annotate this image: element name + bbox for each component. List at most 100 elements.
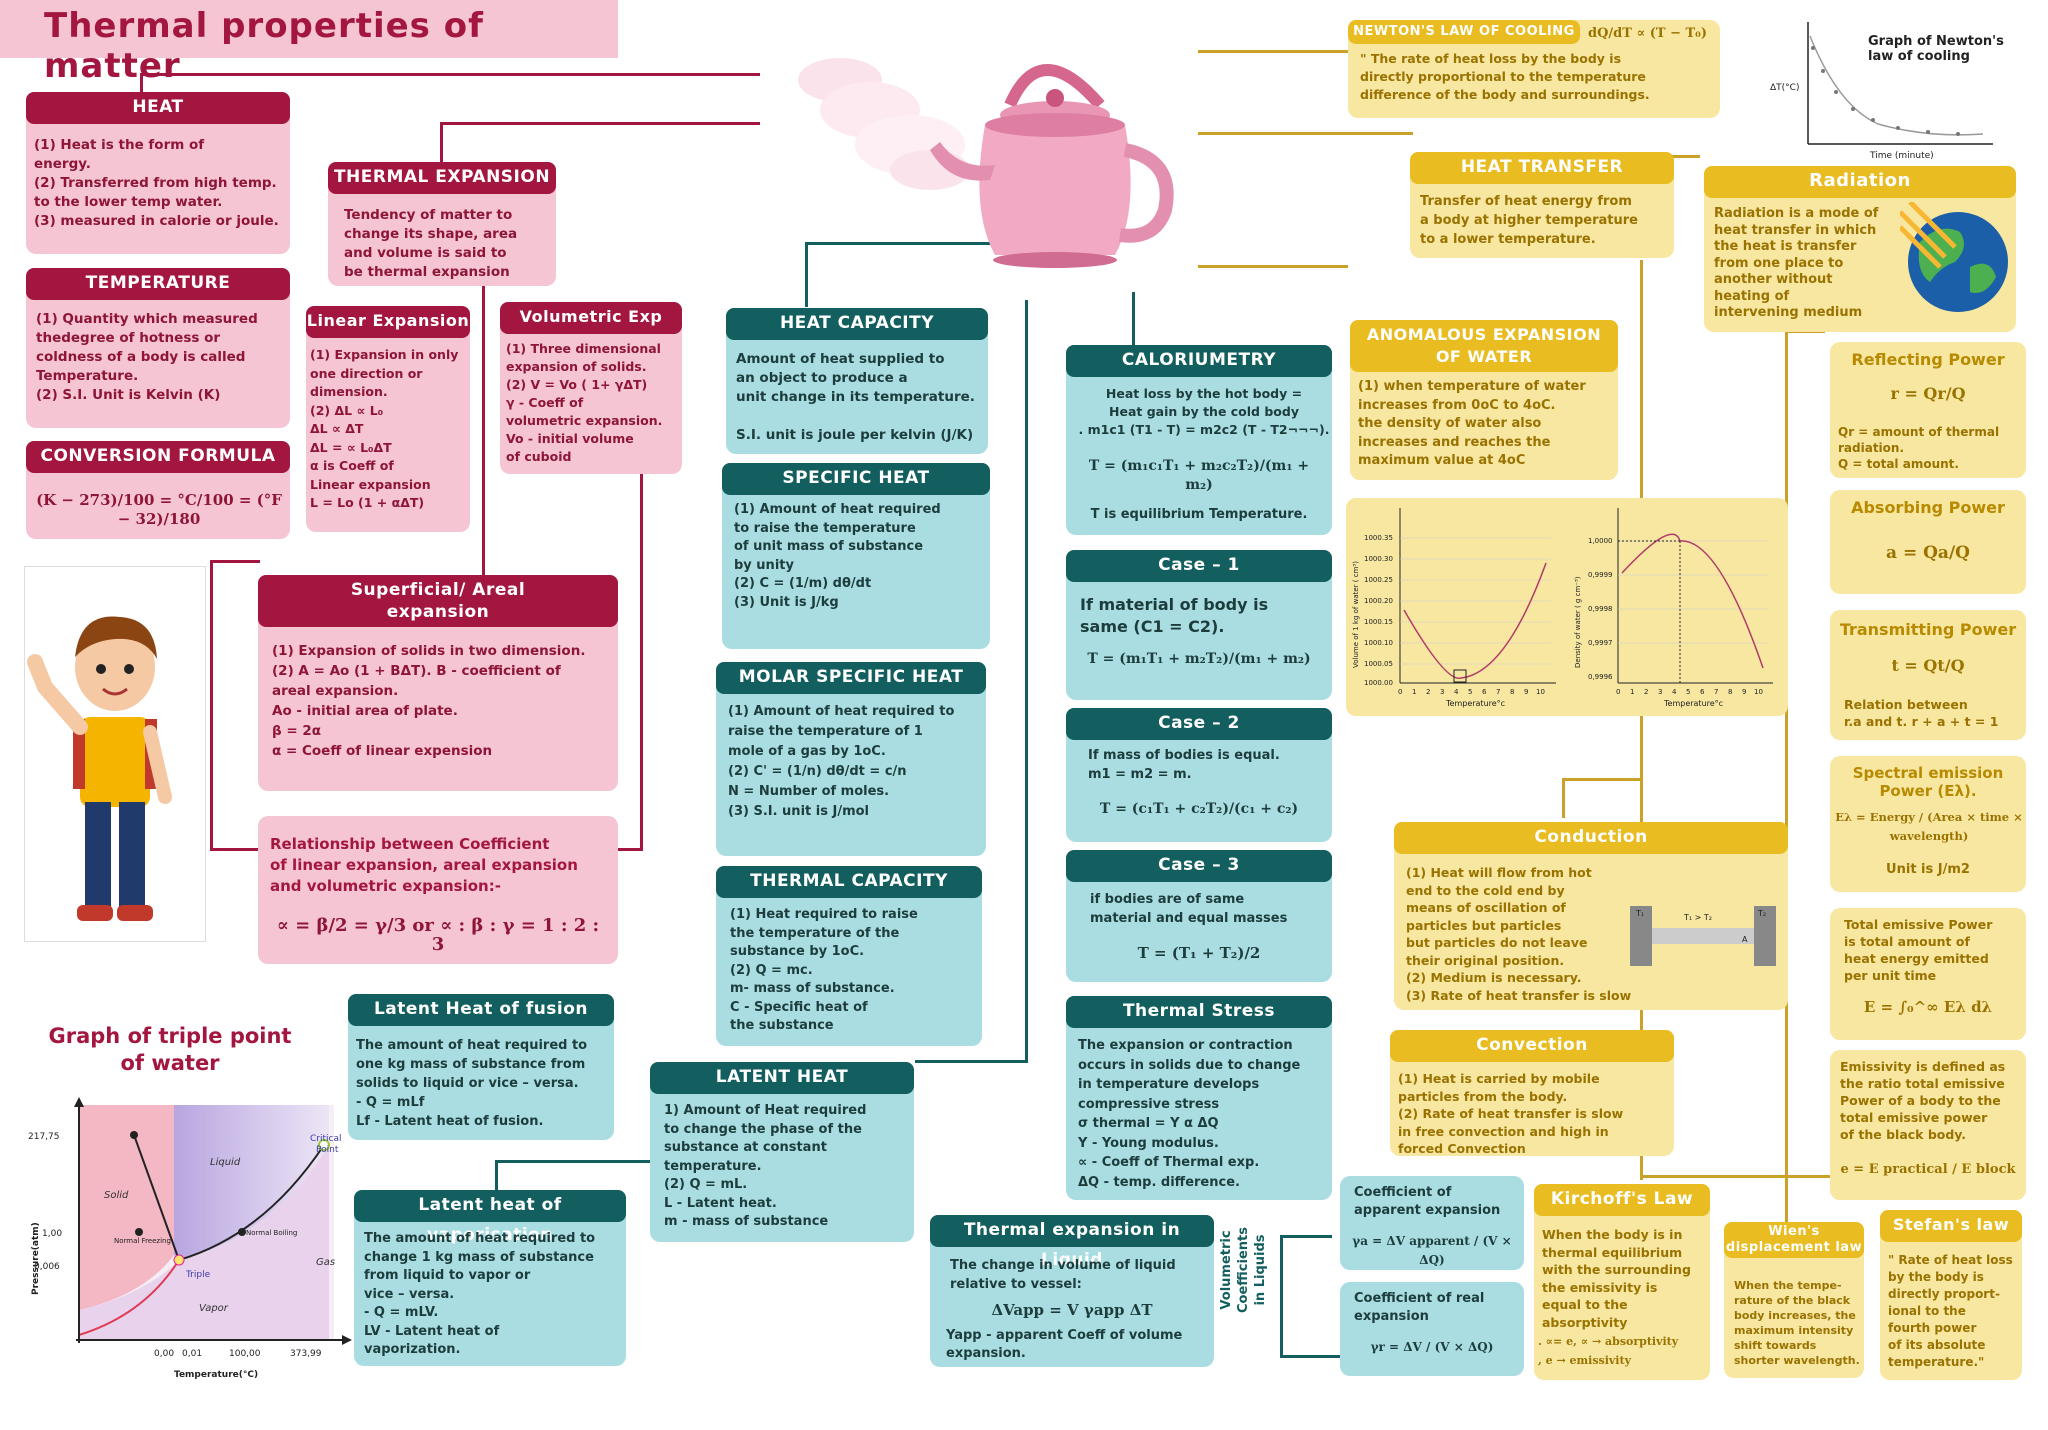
rod-label-relation: T₁ > T₂ [1683,913,1712,922]
spectral-power-unit: Unit is J/m2 [1886,862,1970,877]
vol-xtick-7: 7 [1496,688,1500,696]
rod-label-t2: T₂ [1757,909,1766,918]
relationship-card: Relationship between Coefficient of line… [258,816,618,964]
latent-heat-header: LATENT HEAT [650,1062,914,1094]
thermal-stress-header: Thermal Stress [1066,996,1332,1028]
case2-formula: T = (c₁T₁ + c₂T₂)/(c₁ + c₂) [1099,801,1299,817]
spectral-power-title: Spectral emission Power (Eλ). [1852,764,2004,800]
thermal-expansion-card: THERMAL EXPANSION Tendency of matter to … [328,162,556,286]
vol-ytick-1: 1000.30 [1364,555,1393,563]
thermal-stress-card: Thermal Stress The expansion or contract… [1066,996,1332,1200]
latent-vaporisation-body: The amount of heat required to change 1 … [364,1231,596,1357]
radiation-body: Radiation is a mode of heat transfer in … [1714,206,1879,320]
density-vs-temperature-graph: 1,0000 0,9999 0,9998 0,9997 0,9996 0 1 2… [1574,508,1773,708]
absorbing-power-card: Absorbing Power a = Qa/Q [1830,490,2026,594]
specific-heat-body: (1) Amount of heat required to raise the… [734,502,941,610]
triple-ytick-2: 1,00 [42,1229,62,1239]
heat-body: (1) Heat is the form of energy. (2) Tran… [34,137,279,229]
thermal-expansion-body: Tendency of matter to change its shape, … [344,207,518,280]
boy-illustration [27,616,172,921]
thermal-capacity-header: THERMAL CAPACITY [716,866,982,898]
case2-card: Case – 2 If mass of bodies is equal. m1 … [1066,708,1332,842]
latent-heat-card: LATENT HEAT 1) Amount of Heat required t… [650,1062,914,1242]
triple-ytick-3: 0,006 [34,1262,60,1272]
radiation-card: Radiation Radiation is a mode of heat tr… [1704,166,2016,332]
real-expansion-title: Coefficient of real expansion [1354,1291,1485,1324]
calorimetry-body: Heat loss by the hot body = Heat gain by… [1078,386,1330,437]
vol-ylabel: Volume of 1 kg of water ( cm³) [1352,561,1360,668]
linear-expansion-body: (1) Expansion in only one direction or d… [310,347,459,510]
kirchhoff-body: When the body is in thermal equilibrium … [1542,1227,1691,1330]
triple-critical-label-2: Point [316,1145,339,1155]
thermal-capacity-card: THERMAL CAPACITY (1) Heat required to ra… [716,866,982,1046]
total-emissive-body: Total emissive Power is total amount of … [1844,917,1993,983]
conduction-header: Conduction [1394,822,1788,854]
reflecting-power-formula: r = Qr/Q [1890,384,1966,403]
vol-ytick-7: 1000.00 [1364,679,1393,687]
emissivity-formula: e = E practical / E block [1840,1162,2016,1177]
transmitting-power-card: Transmitting Power t = Qt/Q Relation bet… [1830,610,2026,740]
vol-ytick-2: 1000.25 [1364,576,1393,584]
vol-ytick-3: 1000.20 [1364,597,1393,605]
transmitting-power-title: Transmitting Power [1839,620,2017,639]
calorimetry-formula: T = (m₁c₁T₁ + m₂c₂T₂)/(m₁ + m₂) [1088,458,1310,493]
wien-card: Wien's displacement law When the tempe- … [1724,1222,1864,1378]
emissivity-card: Emissivity is defined as the ratio total… [1830,1050,2026,1200]
den-ytick-0: 1,0000 [1588,537,1613,545]
vol-xtick-9: 9 [1524,688,1528,696]
heat-card: HEAT (1) Heat is the form of energy. (2)… [26,92,290,254]
vol-xtick-2: 2 [1426,688,1430,696]
newton-cooling-header: NEWTON'S LAW OF COOLING [1348,20,1580,44]
vol-xtick-3: 3 [1440,688,1444,696]
specific-heat-card: SPECIFIC HEAT (1) Amount of heat require… [722,463,990,649]
triple-boiling-label: Normal Boiling [246,1229,297,1237]
triple-xtick-3: 100,00 [229,1349,261,1359]
anomalous-expansion-body: (1) when temperature of water increases … [1358,379,1586,468]
den-xtick-7: 7 [1714,688,1718,696]
newton-cooling-card: NEWTON'S LAW OF COOLING dQ/dT ∝ (T − T₀)… [1348,20,1720,118]
newton-cooling-graph: ΔT(°C) Time (minute) [1770,22,1993,161]
thermal-capacity-body: (1) Heat required to raise the temperatu… [730,907,918,1033]
liquid-expansion-body: The change in volume of liquid relative … [950,1258,1176,1292]
transmitting-power-body: Relation between r.a and t. r + a + t = … [1844,697,1999,729]
vol-xtick-8: 8 [1510,688,1514,696]
vol-xtick-5: 5 [1468,688,1472,696]
triple-region-gas: Gas [316,1257,335,1268]
newton-graph-xlabel: Time (minute) [1869,151,1934,161]
calorimetry-foot: T is equilibrium Temperature. [1090,507,1308,522]
liquid-expansion-header: Thermal expansion in Liquid [930,1215,1214,1270]
latent-vaporisation-header: Latent heat of vaporisation [354,1190,626,1245]
anomalous-expansion-header: ANOMALOUS EXPANSION OF WATER [1350,320,1618,372]
heat-capacity-body: Amount of heat supplied to an object to … [736,351,975,443]
den-ylabel: Density of water ( g cm⁻³) [1574,576,1582,668]
volumetric-expansion-body: (1) Three dimensional expansion of solid… [506,341,663,464]
den-ytick-4: 0,9996 [1588,673,1613,681]
stefan-card: Stefan's law " Rate of heat loss by the … [1880,1210,2022,1380]
molar-specific-heat-body: (1) Amount of heat required to raise the… [728,704,955,819]
spectral-power-formula: Eλ = Energy / (Area × time × wavelength) [1835,810,2023,843]
kettle-illustration [798,58,1174,268]
case1-card: Case – 1 If material of body is same (C1… [1066,550,1332,700]
triple-xlabel: Temperature(°C) [174,1370,258,1380]
thermal-stress-body: The expansion or contraction occurs in s… [1078,1038,1301,1190]
latent-fusion-card: Latent Heat of fusion The amount of heat… [348,994,614,1140]
triple-xtick-1: 0,00 [154,1349,174,1359]
latent-heat-body: 1) Amount of Heat required to change the… [664,1103,867,1229]
emissivity-body: Emissivity is defined as the ratio total… [1840,1059,2006,1142]
volumetric-expansion-header: Volumetric Exp [500,302,682,334]
triple-region-liquid: Liquid [210,1157,241,1168]
convection-card: Convection (1) Heat is carried by mobile… [1390,1030,1674,1156]
triple-critical-label: Critical [310,1134,341,1144]
heat-header: HEAT [26,92,290,124]
title-banner: Thermal properties of matter [0,0,618,86]
conduction-card: Conduction (1) Heat will flow from hot e… [1394,822,1788,1010]
case3-body: if bodies are of same material and equal… [1090,892,1288,926]
heat-transfer-header: HEAT TRANSFER [1410,152,1674,184]
case2-header: Case – 2 [1066,708,1332,740]
apparent-expansion-formula: γa = ΔV apparent / (V × ΔQ) [1352,1234,1512,1267]
den-xtick-8: 8 [1728,688,1732,696]
page-title: Thermal properties of matter [44,6,484,86]
convection-body: (1) Heat is carried by mobile particles … [1398,1071,1624,1156]
absorbing-power-formula: a = Qa/Q [1886,543,1970,563]
convection-header: Convection [1390,1030,1674,1062]
